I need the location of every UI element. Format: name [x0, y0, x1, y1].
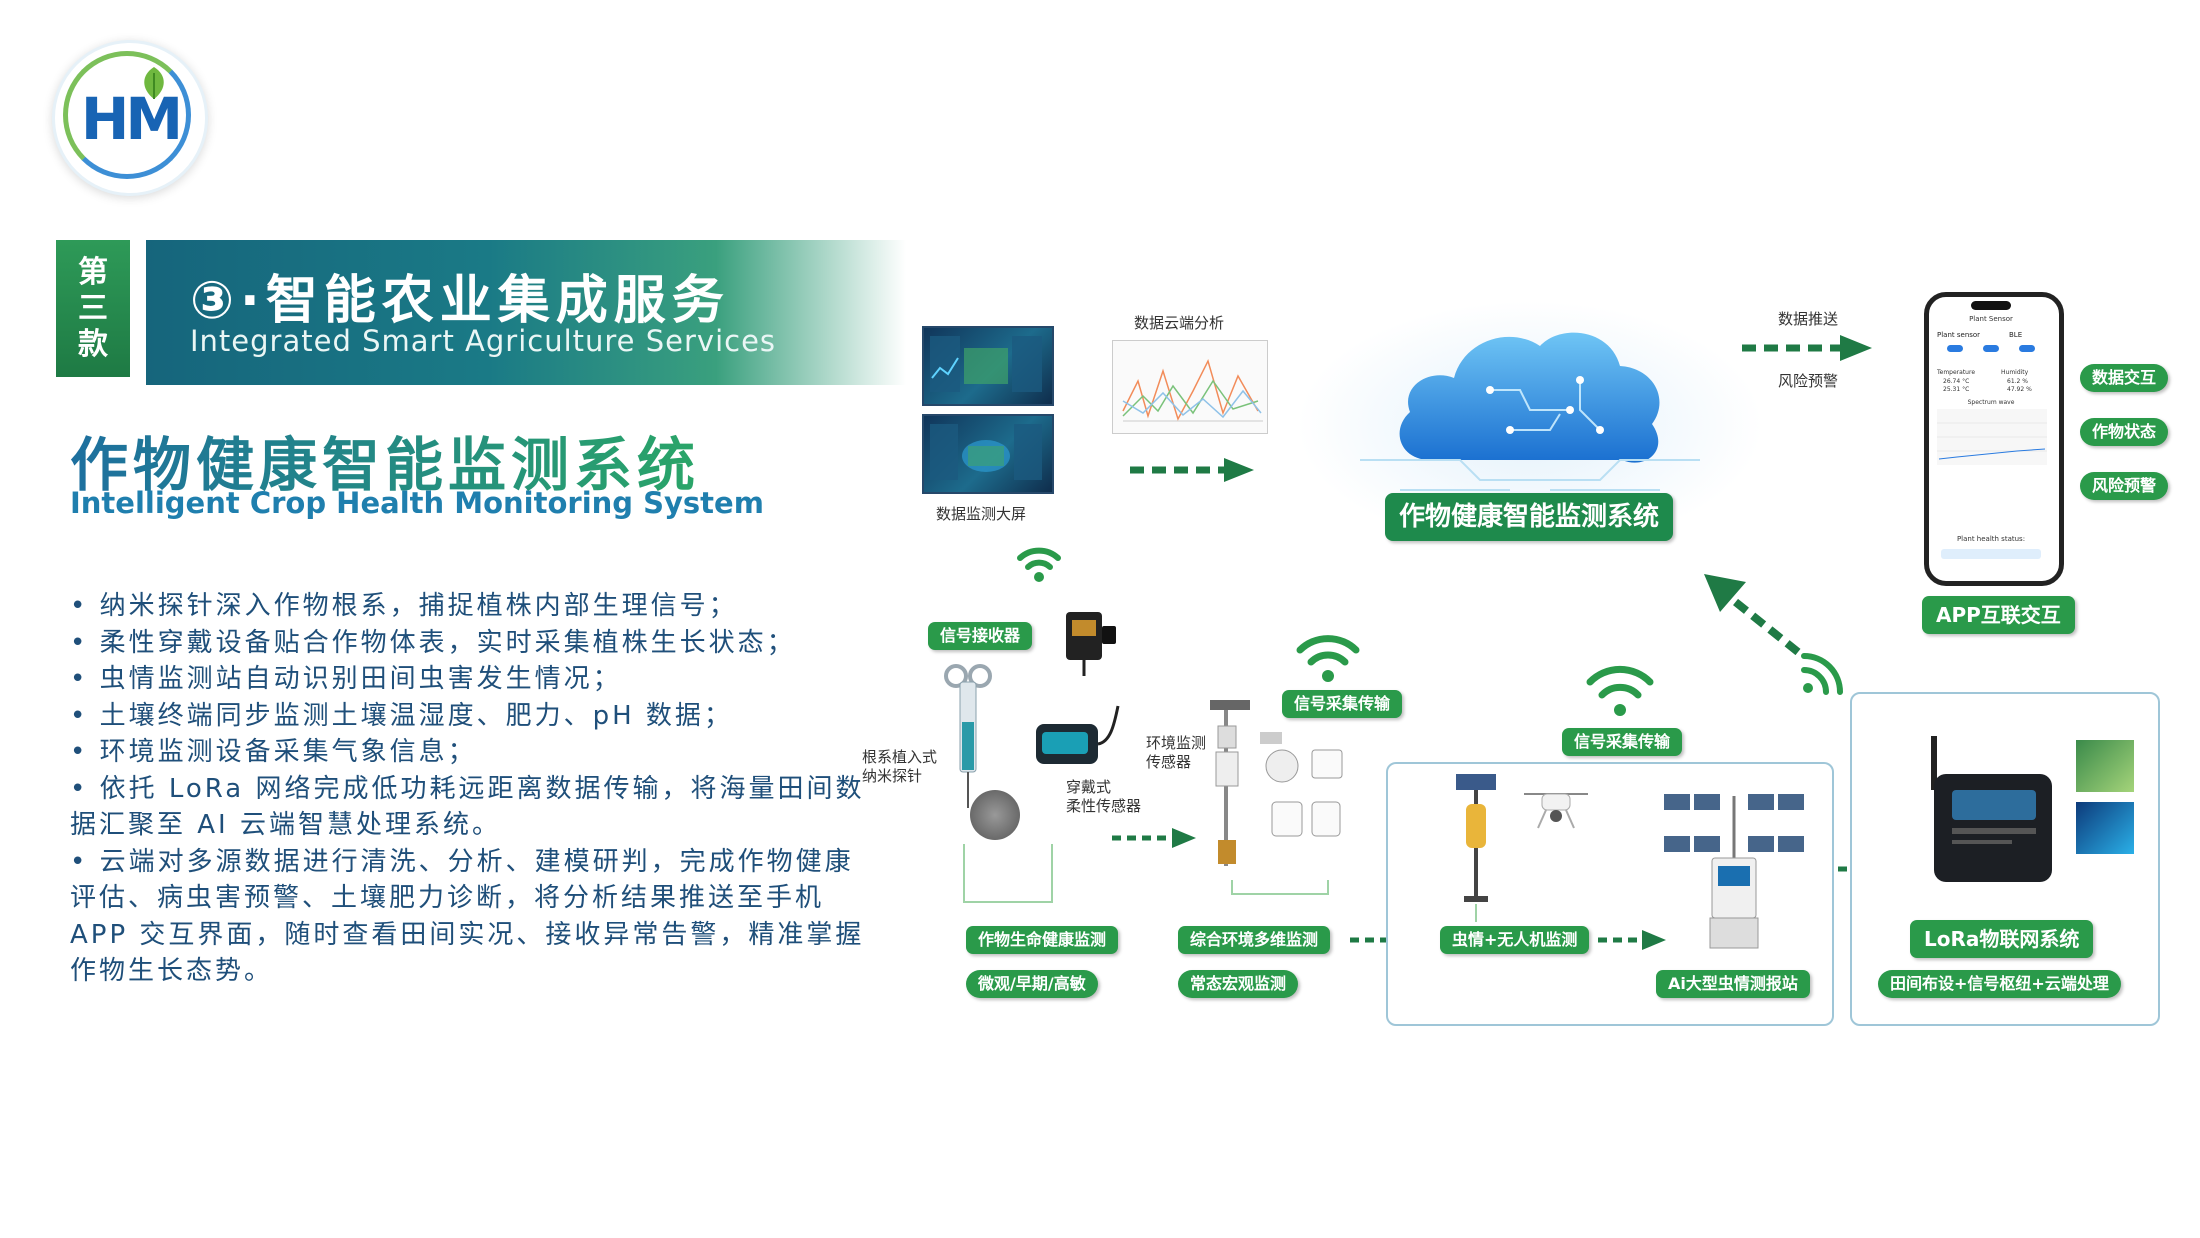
field-image	[2076, 740, 2134, 792]
lora-gateway-device-icon	[1931, 736, 2052, 882]
list-item: • 云端对多源数据进行清洗、分析、建模研判，完成作物健康评估、病虫害预警、土壤肥…	[70, 846, 865, 987]
phone-header: Plant Sensor	[1969, 315, 2013, 323]
phone-notch	[1971, 301, 2011, 310]
wifi-icon	[1296, 635, 1360, 682]
crop-life-monitor-badge: 作物生命健康监测	[966, 926, 1119, 954]
lora-sub-badge: 田间布设+信号枢纽+云端处理	[1878, 970, 2121, 998]
badge-crop-status: 作物状态	[2080, 418, 2169, 446]
arrow-right-icon	[1112, 828, 1196, 848]
badge-char: 第	[78, 254, 108, 290]
wearable-sensor-icon	[1036, 705, 1120, 764]
circuit-base-graphic	[1360, 459, 1700, 491]
env-multi-monitor-badge: 综合环境多维监测	[1178, 926, 1331, 954]
drone-icon	[1524, 793, 1588, 829]
wave-chart-graphic	[1122, 358, 1263, 422]
connector-lines	[1475, 904, 1477, 922]
list-item: • 环境监测设备采集气象信息；	[70, 737, 477, 767]
screen-label: 数据监测大屏	[936, 505, 1027, 523]
temperature-value: 26.74 °C	[1943, 378, 1970, 385]
receiver-badge: 信号接收器	[928, 622, 1033, 650]
pest-drone-monitor-badge: 虫情+无人机监测	[1440, 926, 1590, 954]
nano-texture-image	[970, 790, 1020, 840]
company-logo: HM	[52, 40, 208, 196]
wifi-icon	[1801, 653, 1843, 695]
weather-station-icon	[1210, 700, 1343, 866]
chip-image	[2076, 802, 2134, 854]
toggle-switch[interactable]	[1983, 345, 1999, 352]
insect-trap-lamp-icon	[1456, 774, 1496, 902]
page-title: 作物健康智能监测系统	[70, 418, 700, 502]
list-item: • 纳米探针深入作物根系，捕捉植株内部生理信号；	[70, 591, 738, 621]
humidity-value: 61.2 %	[2007, 378, 2028, 385]
list-item: • 柔性穿戴设备贴合作物体表，实时采集植株生长状态；	[70, 627, 796, 658]
lora-system-title: LoRa物联网系统	[1910, 920, 2094, 958]
dashboard-graphic	[930, 424, 1042, 480]
env-sensor-label: 环境监测 传感器	[1146, 734, 1207, 771]
status-bar	[1941, 549, 2041, 559]
list-item: • 依托 LoRa 网络完成低功耗远距离数据传输，将海量田间数据汇聚至 AI 云…	[70, 773, 865, 841]
phone-app-screen: Plant Sensor Plant sensor BLE Temperatur…	[1924, 292, 2064, 586]
ai-pest-station-icon	[1664, 794, 1804, 949]
header-band	[146, 240, 906, 385]
arrow-up-left-icon	[1704, 574, 1801, 656]
page-subtitle: Intelligent Crop Health Monitoring Syste…	[70, 486, 764, 520]
temperature-label: Temperature	[1937, 369, 1976, 376]
wifi-icon	[1586, 665, 1654, 716]
wifi-icon	[1017, 547, 1061, 582]
section-badge: 第 三 款	[56, 240, 130, 377]
badge-char: 三	[78, 290, 108, 326]
list-item: • 土壤终端同步监测土壤温湿度、肥力、pH 数据；	[70, 700, 733, 731]
section-title: ③·智能农业集成服务	[190, 271, 730, 331]
dashboard-screen-image	[922, 414, 1054, 494]
wearable-label: 穿戴式 柔性传感器	[1066, 778, 1142, 815]
analysis-chart-thumbnail	[1112, 340, 1268, 434]
humidity-label: Humidity	[2001, 369, 2029, 376]
cloud-system-title: 作物健康智能监测系统	[1385, 493, 1674, 541]
signal-transmission-badge: 信号采集传输	[1282, 690, 1403, 718]
probe-label: 根系植入式 纳米探针	[862, 748, 938, 785]
feature-list: • 纳米探针深入作物根系，捕捉植株内部生理信号； • 柔性穿戴设备贴合作物体表，…	[70, 588, 870, 990]
push-label: 数据推送	[1778, 310, 1839, 328]
ai-station-badge: Ai大型虫情测报站	[1656, 970, 1810, 998]
signal-transmission-badge: 信号采集传输	[1562, 728, 1683, 756]
toggle-switch[interactable]	[2019, 345, 2035, 352]
spectrum-chart	[1937, 409, 2047, 465]
arrow-right-icon	[1742, 335, 1872, 361]
connector-lines	[963, 844, 1053, 903]
humidity-value: 47.92 %	[2007, 386, 2032, 393]
connector-lines	[1231, 880, 1329, 895]
arrow-right-icon	[1130, 458, 1254, 482]
cloud-analysis-label: 数据云端分析	[1134, 314, 1225, 332]
dashboard-screen-image	[922, 326, 1054, 406]
logo-text: HM	[80, 85, 183, 153]
phone-sensor-label: Plant sensor	[1937, 331, 1981, 339]
cloud-icon	[1399, 332, 1660, 463]
plant-health-status: Plant health status:	[1956, 535, 2026, 543]
crop-life-sub-badge: 微观/早期/高敏	[966, 970, 1098, 998]
receiver-device-icon	[1066, 612, 1116, 676]
phone-ble-label: BLE	[2009, 331, 2023, 339]
list-item: • 虫情监测站自动识别田间虫害发生情况；	[70, 664, 622, 694]
alert-label: 风险预警	[1778, 372, 1839, 390]
badge-char: 款	[78, 326, 108, 362]
dashboard-graphic	[930, 336, 1042, 392]
phone-toggles	[1937, 345, 2045, 359]
app-interaction-title: APP互联交互	[1922, 596, 2075, 634]
toggle-switch[interactable]	[1947, 345, 1963, 352]
arrow-right-icon	[1598, 930, 1666, 950]
logo-ring	[63, 51, 191, 179]
leaf-icon	[144, 67, 164, 99]
env-macro-sub-badge: 常态宏观监测	[1178, 970, 1299, 998]
section-subtitle: Integrated Smart Agriculture Services	[190, 324, 777, 358]
nano-probe-syringe-icon	[944, 664, 992, 808]
badge-risk-alert: 风险预警	[2080, 472, 2169, 500]
spectrum-label: Spectrum wave	[1967, 399, 2015, 406]
badge-data-interaction: 数据交互	[2080, 364, 2169, 392]
temperature-value: 25.31 °C	[1943, 386, 1970, 393]
